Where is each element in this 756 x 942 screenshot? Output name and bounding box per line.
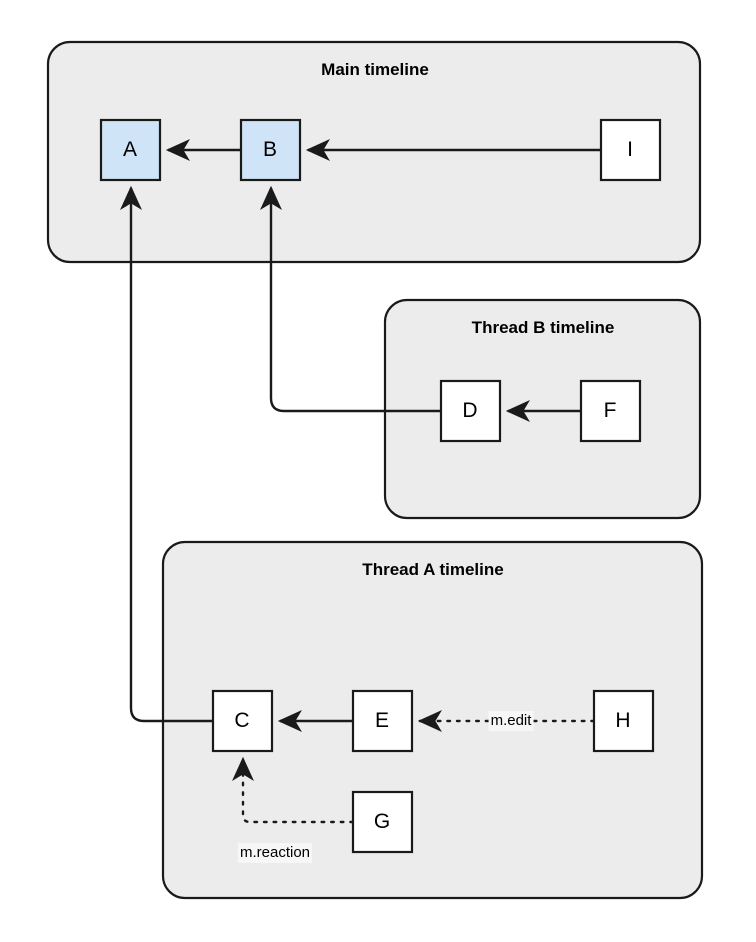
edge-label-m-edit: m.edit [488,711,534,731]
node-label-c: C [234,709,250,732]
edge-c-to-a [120,185,213,723]
node-label-d: D [462,399,478,422]
swimlane-thread-b-timeline-box [383,298,702,520]
node-label-i: I [627,138,633,161]
node-label-f: F [603,399,617,422]
node-label-h: H [615,709,631,732]
node-label-a: A [122,138,138,161]
swimlane-main-timeline[interactable] [46,40,702,264]
node-label-g: G [373,810,391,833]
edge-d-to-b [260,185,441,413]
node-f[interactable] [579,379,642,443]
node-label-e: E [374,709,390,732]
swimlane-title-thread-b: Thread B timeline [471,318,615,337]
swimlane-title-main: Main timeline [321,60,429,79]
node-e[interactable] [351,689,414,753]
swimlane-main-timeline-box [46,40,702,264]
node-c[interactable] [211,689,274,753]
edge-g-to-c [232,756,355,824]
node-b[interactable] [239,118,302,182]
node-h[interactable] [592,689,655,753]
swimlane-title-thread-a: Thread A timeline [362,560,504,579]
edge-label-m-reaction: m.reaction [237,843,313,863]
swimlane-thread-b-timeline[interactable] [383,298,702,520]
node-g[interactable] [351,790,414,854]
node-a[interactable] [99,118,162,182]
node-d[interactable] [439,379,502,443]
node-i[interactable] [599,118,662,182]
node-label-b: B [262,138,278,161]
